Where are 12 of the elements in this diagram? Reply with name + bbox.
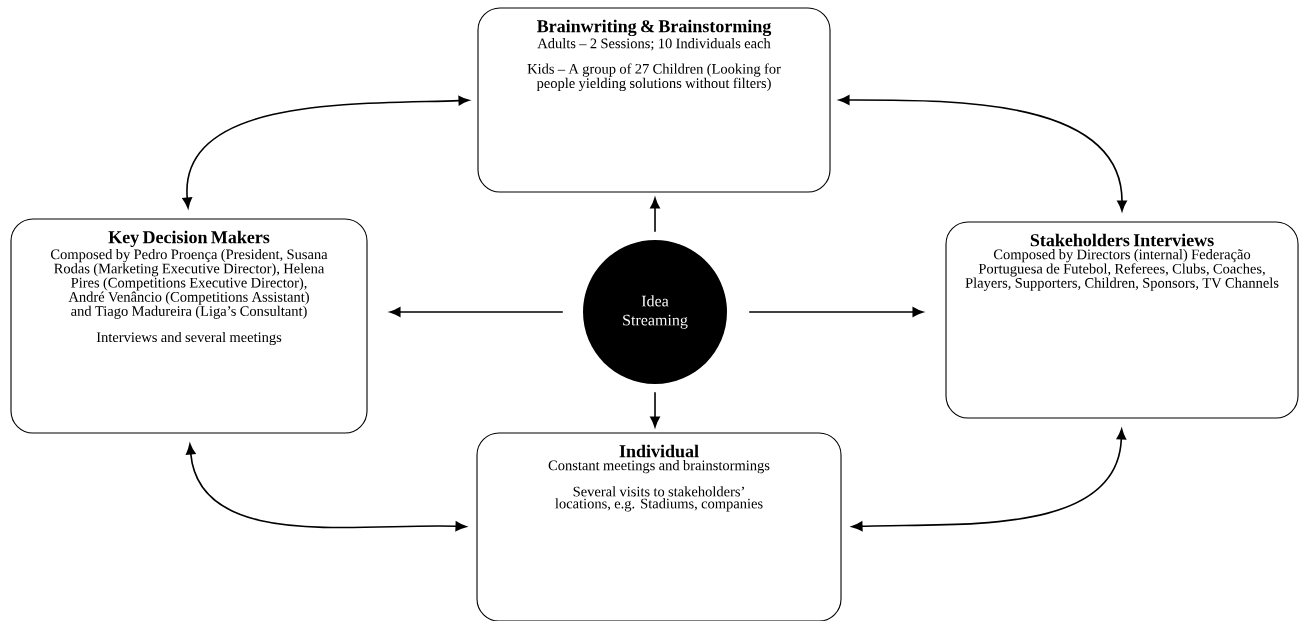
process-box: Key Decision Makers Composed by Pedro Proença (President, Susana Rodas (Marketing Executive Director), Helena Pires (Competitions Executive Director), André Venâncio (Competitions Assistant) and Tiago Madureira (Liga’s Consultant) Interviews and several meetings (10, 218, 368, 434)
arrow (838, 95, 1127, 212)
arrow (748, 307, 924, 317)
arrow (182, 95, 470, 209)
arrow (650, 391, 660, 428)
process-box: Stakeholders Interviews Composed by Directors (internal) Federação Portuguesa de Futebol, Referees, Clubs, Coaches, Players, Supporters, Children, Sponsors, TV Channels (945, 221, 1299, 419)
process-box: Brainwriting & Brainstorming Adults – 2 Sessions; 10 Individuals each Kids – A group of 27 Children (Looking for people yielding solutions without filters) (477, 7, 831, 193)
arrow (185, 443, 467, 532)
arrow (650, 197, 660, 233)
arrow (389, 307, 564, 317)
arrow (851, 428, 1127, 532)
process-box: Individual Constant meetings and brainstormings Several visits to stakeholders’ locations, e.g. Stadiums, companies (476, 432, 842, 621)
